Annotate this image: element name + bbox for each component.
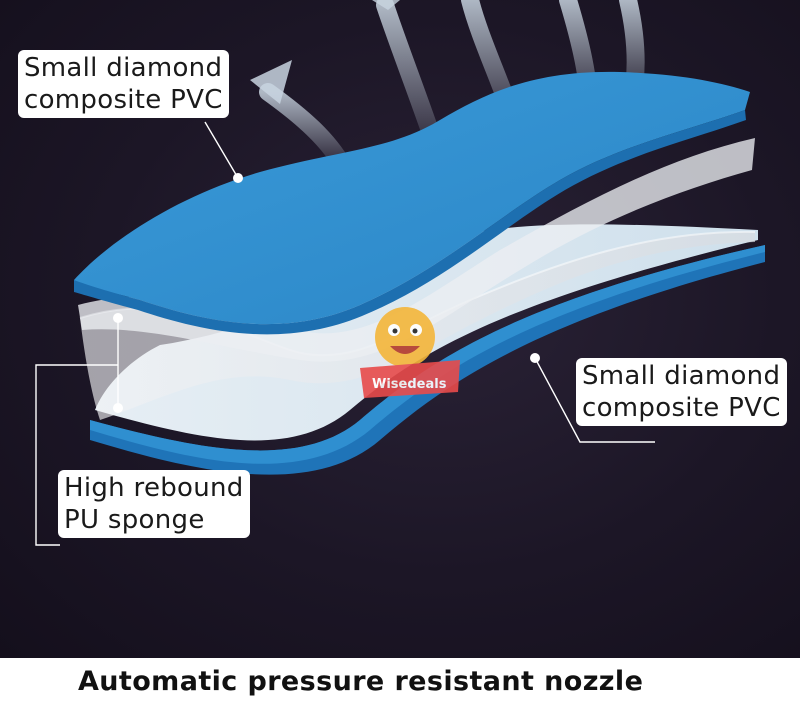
- bottom-pvc-layer: [90, 245, 765, 475]
- callout-dot-top: [233, 173, 243, 183]
- label-bottom-pvc-line2: composite PVC: [582, 393, 781, 423]
- caption-bar: Automatic pressure resistant nozzle: [0, 658, 800, 709]
- watermark-ribbon: [360, 360, 460, 398]
- label-top-pvc-line1: Small diamond: [24, 53, 223, 83]
- callout-line-bottom: [534, 357, 655, 443]
- label-top-pvc: Small diamond composite PVC: [18, 50, 229, 118]
- watermark: Wisedeals: [360, 307, 460, 398]
- layers-illustration: Wisedeals: [35, 0, 765, 546]
- watermark-text: Wisedeals: [372, 377, 447, 392]
- callout-dot-bottom: [530, 353, 540, 363]
- top-pvc-layer: [74, 71, 750, 335]
- label-pu-sponge-line1: High rebound: [64, 473, 244, 503]
- label-pu-sponge-line2: PU sponge: [64, 505, 205, 535]
- callout-bracket-middle: [35, 364, 118, 546]
- callout-line-top: [204, 121, 239, 179]
- label-top-pvc-line2: composite PVC: [24, 85, 223, 115]
- label-bottom-pvc: Small diamond composite PVC: [576, 358, 787, 426]
- callout-dot-middle-2: [113, 403, 123, 413]
- smiley-icon: [375, 307, 435, 367]
- airflow-arrowhead: [250, 60, 292, 104]
- label-pu-sponge: High rebound PU sponge: [58, 470, 250, 538]
- diagram-canvas: Wisedeals Small diamond composite PVC Sm…: [0, 0, 800, 658]
- callout-dot-middle-1: [113, 313, 123, 323]
- caption-text: Automatic pressure resistant nozzle: [78, 666, 644, 697]
- label-bottom-pvc-line1: Small diamond: [582, 361, 781, 391]
- callout-lines: [35, 121, 655, 546]
- airflow-arrowhead: [372, 0, 400, 10]
